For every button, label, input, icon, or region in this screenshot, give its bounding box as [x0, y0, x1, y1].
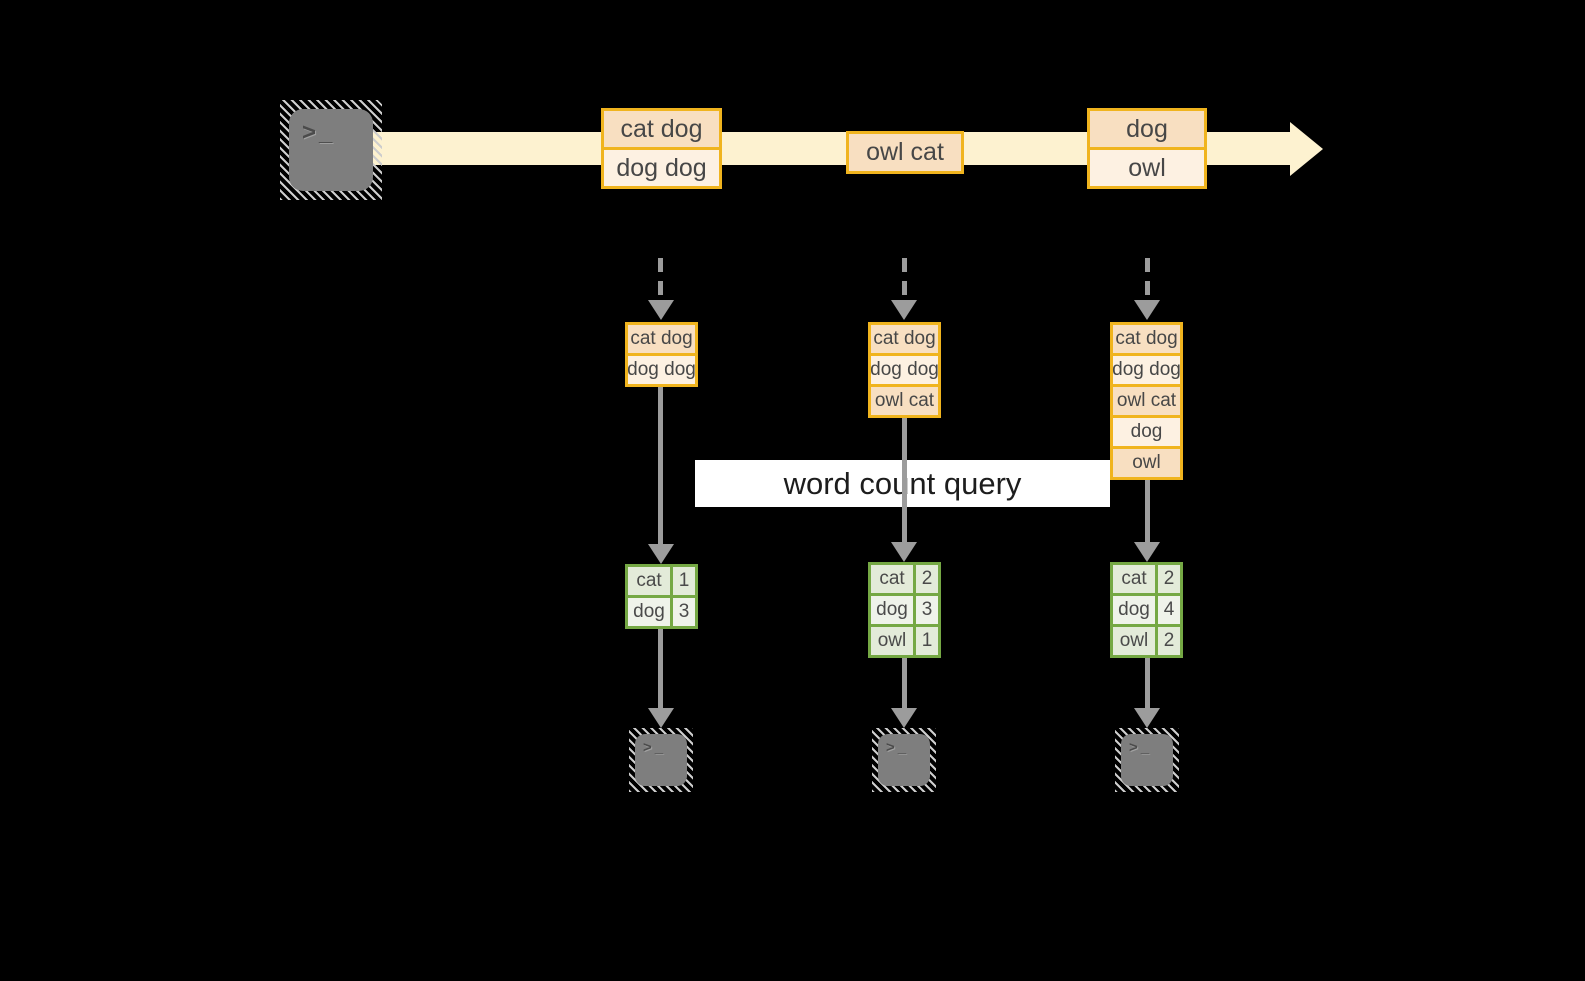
terminal-body: >_: [289, 109, 373, 191]
buffer-row: owl: [1113, 449, 1180, 477]
sink-terminal-icon-1: >_: [629, 728, 693, 792]
buffer-stack-3: cat dog dog dog owl cat dog owl: [1110, 322, 1183, 480]
buffer-row: cat dog: [871, 325, 938, 353]
count-cell: 2: [1158, 627, 1180, 655]
arrow-line: [902, 658, 907, 709]
word-cell: dog: [1113, 596, 1155, 624]
word-cell: cat: [628, 567, 670, 595]
arrow-line: [658, 629, 663, 709]
buffer-row: dog dog: [627, 356, 696, 384]
terminal-prompt-glyph: >_: [886, 739, 910, 756]
count-cell: 3: [673, 598, 695, 626]
buffer-row: dog dog: [1112, 356, 1181, 384]
count-table-3: cat 2 dog 4 owl 2: [1110, 562, 1183, 658]
buffer-row: cat dog: [628, 325, 695, 353]
count-table-2: cat 2 dog 3 owl 1: [868, 562, 941, 658]
terminal-body: >_: [1121, 734, 1173, 786]
count-cell: 1: [673, 567, 695, 595]
word-cell: owl: [1113, 627, 1155, 655]
dashed-arrow-line: [1145, 258, 1150, 304]
arrowhead: [648, 708, 674, 728]
word-cell: owl: [871, 627, 913, 655]
sink-terminal-icon-3: >_: [1115, 728, 1179, 792]
event-row: dog: [1090, 111, 1204, 147]
arrowhead: [891, 708, 917, 728]
arrow-line: [1145, 658, 1150, 709]
word-cell: cat: [1113, 565, 1155, 593]
sink-terminal-icon-2: >_: [872, 728, 936, 792]
stream-event-box-1: cat dog dog dog: [601, 108, 722, 189]
count-row: cat 2: [871, 565, 938, 593]
event-row: owl: [1090, 150, 1204, 186]
dashed-arrow-line: [902, 258, 907, 304]
word-cell: cat: [871, 565, 913, 593]
count-row: dog 4: [1113, 596, 1180, 624]
count-row: owl 1: [871, 627, 938, 655]
source-terminal-icon: >_: [280, 100, 382, 200]
count-row: dog 3: [871, 596, 938, 624]
count-cell: 3: [916, 596, 938, 624]
word-cell: dog: [871, 596, 913, 624]
buffer-row: owl cat: [1113, 387, 1180, 415]
buffer-row: cat dog: [1113, 325, 1180, 353]
count-cell: 4: [1158, 596, 1180, 624]
terminal-body: >_: [635, 734, 687, 786]
count-cell: 2: [916, 565, 938, 593]
word-cell: dog: [628, 598, 670, 626]
buffer-stack-1: cat dog dog dog: [625, 322, 698, 387]
terminal-body: >_: [878, 734, 930, 786]
terminal-prompt-glyph: >_: [1129, 739, 1153, 756]
arrow-line: [902, 418, 907, 543]
count-row: owl 2: [1113, 627, 1180, 655]
terminal-prompt-glyph: >_: [643, 739, 667, 756]
event-row: owl cat: [849, 134, 961, 171]
dashed-arrowhead: [891, 300, 917, 320]
dashed-arrow-line: [658, 258, 663, 304]
arrowhead: [1134, 708, 1160, 728]
dashed-arrowhead: [1134, 300, 1160, 320]
buffer-row: dog: [1113, 418, 1180, 446]
count-cell: 1: [916, 627, 938, 655]
stream-arrowhead: [1290, 122, 1323, 176]
buffer-stack-2: cat dog dog dog owl cat: [868, 322, 941, 418]
count-table-1: cat 1 dog 3: [625, 564, 698, 629]
event-row: cat dog: [604, 111, 719, 147]
count-row: cat 2: [1113, 565, 1180, 593]
buffer-row: dog dog: [870, 356, 939, 384]
count-row: dog 3: [628, 598, 695, 626]
arrowhead: [648, 544, 674, 564]
stream-event-box-2: owl cat: [846, 131, 964, 174]
count-row: cat 1: [628, 567, 695, 595]
arrowhead: [891, 542, 917, 562]
buffer-row: owl cat: [871, 387, 938, 415]
arrow-line: [1145, 480, 1150, 543]
count-cell: 2: [1158, 565, 1180, 593]
arrowhead: [1134, 542, 1160, 562]
stream-event-box-3: dog owl: [1087, 108, 1207, 189]
terminal-prompt-glyph: >_: [302, 119, 336, 146]
arrow-line: [658, 387, 663, 545]
event-row: dog dog: [604, 150, 719, 186]
dashed-arrowhead: [648, 300, 674, 320]
